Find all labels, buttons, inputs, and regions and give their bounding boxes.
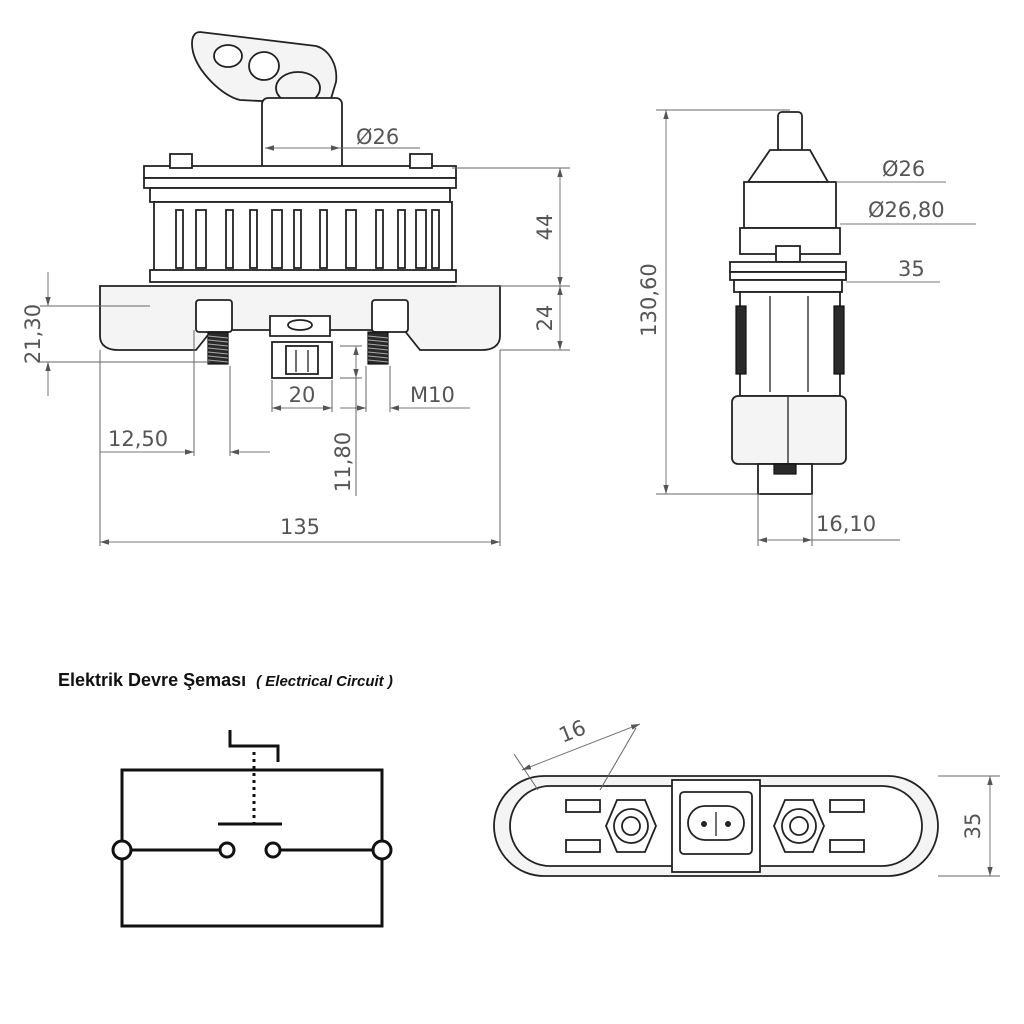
contact-left <box>218 841 236 859</box>
bottom-connector <box>671 779 761 873</box>
bottom-view: 16 35 <box>493 715 1000 877</box>
terminal-studs <box>195 299 409 365</box>
body-rib <box>375 209 384 269</box>
dim-bottom-height: 35 <box>961 813 985 840</box>
dim-front-connector-width: 20 <box>289 383 316 407</box>
side-base <box>731 395 847 465</box>
front-view: Ø26 44 24 21,30 20 M10 12,50 11,80 135 <box>21 31 570 546</box>
key-handle <box>191 31 343 171</box>
stud-thread-line <box>207 335 229 339</box>
stud-thread-line <box>367 343 389 347</box>
body-rib <box>431 209 440 269</box>
side-view: 130,60 Ø26 Ø26,80 35 16,10 <box>637 109 976 546</box>
connector-plug <box>271 341 333 379</box>
body-rib <box>249 209 258 269</box>
terminal-left <box>111 839 133 861</box>
stud-thread-line <box>207 347 229 351</box>
body-rib <box>271 209 283 269</box>
dim-front-height-upper: 44 <box>533 214 557 241</box>
circuit-schematic <box>111 730 393 928</box>
stud-thread-line <box>367 351 389 355</box>
stud-thread-line <box>207 359 229 363</box>
side-key <box>746 111 830 183</box>
bottom-dimensions <box>513 723 1000 877</box>
dim-side-connector-width: 16,10 <box>816 512 876 536</box>
body-rib <box>345 209 357 269</box>
side-flange-plates <box>729 261 847 293</box>
body-rib <box>195 209 207 269</box>
base-flange <box>99 285 501 351</box>
bottom-slots <box>565 799 865 853</box>
side-body <box>735 291 845 397</box>
body-rib <box>415 209 427 269</box>
dim-front-stud-offset: 12,50 <box>108 427 168 451</box>
stud-thread-line <box>207 339 229 343</box>
dim-side-total-height: 130,60 <box>637 263 661 336</box>
bottom-nut-left <box>605 799 657 853</box>
stud-thread-line <box>207 355 229 359</box>
dim-front-total-width: 135 <box>280 515 320 539</box>
side-nut <box>775 245 801 263</box>
stud-thread-line <box>207 351 229 355</box>
dim-side-dia-collar: Ø26,80 <box>868 198 945 222</box>
stud-thread-line <box>367 359 389 363</box>
dim-front-connector-depth: 11,80 <box>331 432 355 492</box>
body-rib <box>319 209 328 269</box>
dim-side-flange: 35 <box>898 257 925 281</box>
dim-front-left-height: 21,30 <box>21 304 45 364</box>
body-rib <box>293 209 302 269</box>
top-plates <box>143 153 457 203</box>
body-rib <box>397 209 406 269</box>
body-rib <box>175 209 184 269</box>
side-connector <box>757 463 813 495</box>
svg-text:Elektrik Devre Şeması (: Elektrik Devre Şeması ( Electrical Circu… <box>58 670 393 690</box>
circuit-subtitle: ( Electrical Circuit ) <box>256 673 393 690</box>
dim-side-dia-shaft: Ø26 <box>882 157 925 181</box>
side-dimensions <box>656 109 976 546</box>
circuit-title: Elektrik Devre Şeması <box>58 670 246 690</box>
dim-bottom-slot-width: 16 <box>555 715 589 747</box>
front-dimensions <box>40 145 570 546</box>
stud-thread-line <box>207 343 229 347</box>
switch-body <box>149 201 457 283</box>
stud-thread-line <box>367 335 389 339</box>
circuit-section-heading: Elektrik Devre Şeması ( Electrical Circu… <box>58 670 393 690</box>
dim-front-dia-top: Ø26 <box>356 125 399 149</box>
dim-front-thread: M10 <box>410 383 455 407</box>
terminal-right <box>371 839 393 861</box>
side-shaft <box>743 181 837 229</box>
stud-thread-line <box>367 347 389 351</box>
contact-right <box>264 841 282 859</box>
bottom-nut-right <box>773 799 825 853</box>
stud-thread-line <box>367 339 389 343</box>
stud-thread-line <box>367 355 389 359</box>
dim-front-height-lower: 24 <box>533 305 557 332</box>
body-rib <box>225 209 234 269</box>
